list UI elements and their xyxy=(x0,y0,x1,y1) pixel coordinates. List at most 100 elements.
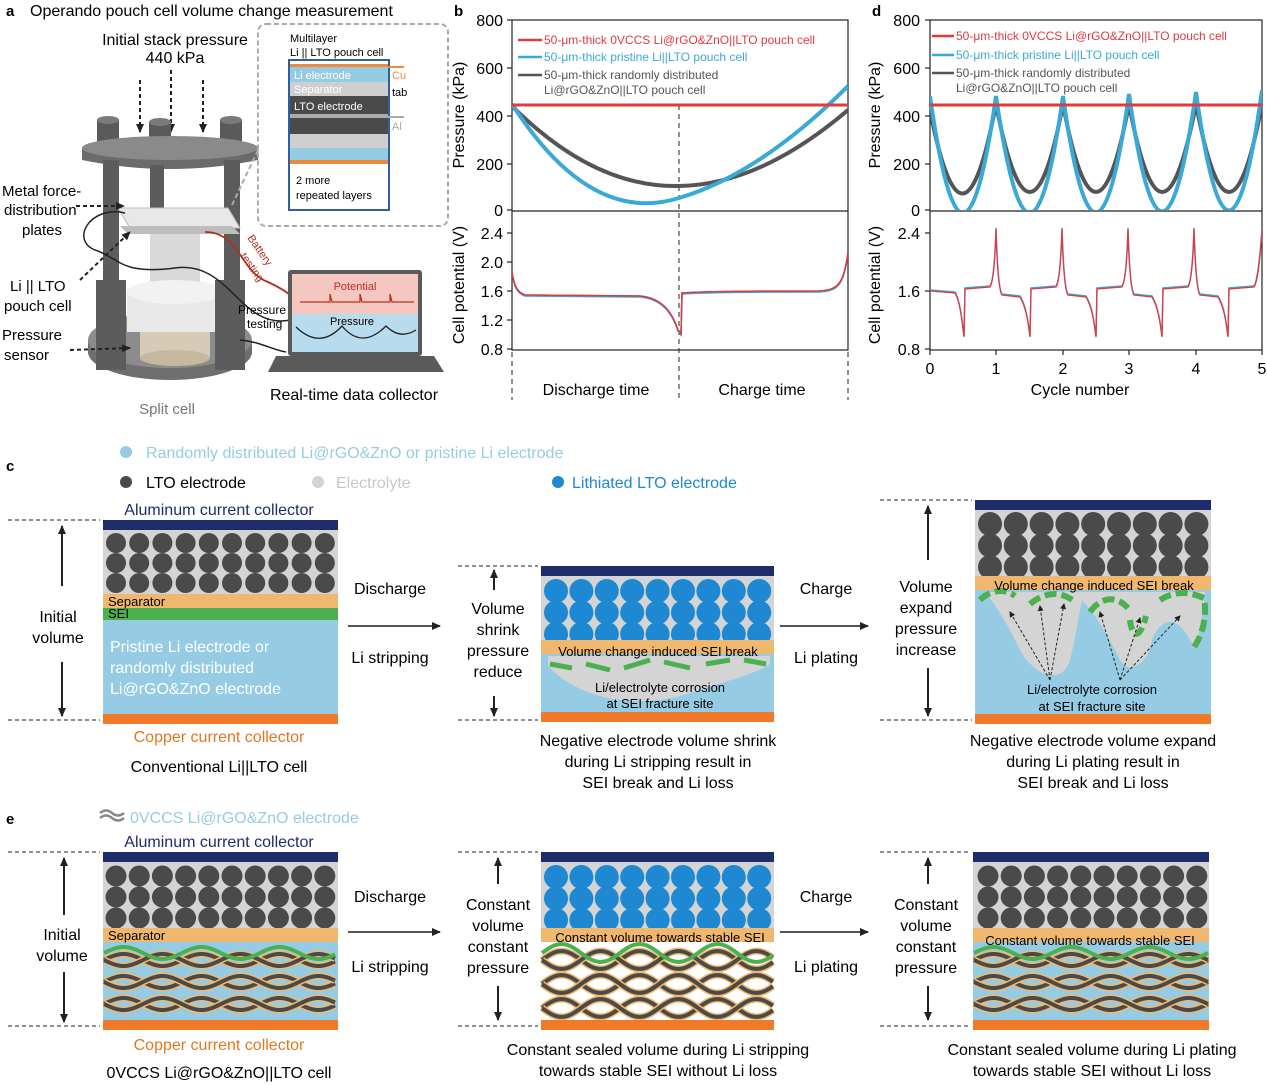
particle xyxy=(1186,907,1208,929)
d-ytick-top-0: 0 xyxy=(911,203,920,220)
e-caption-right-line2: towards stable SEI without Li loss xyxy=(973,1063,1211,1080)
c-caption-right-line2: during Li plating result in xyxy=(1006,754,1179,771)
c-li-text-line1: Pristine Li electrode or xyxy=(110,639,270,656)
panel-e: e 0VCCS Li@rGO&ZnO electrode Aluminum cu… xyxy=(6,809,1237,1082)
pressure-testing-line2: testing xyxy=(247,317,282,331)
particle xyxy=(1116,907,1138,929)
particle xyxy=(978,555,1002,579)
c-legend-lto: LTO electrode xyxy=(146,475,246,492)
particle xyxy=(1055,555,1080,579)
e-constant-mid-line3: constant xyxy=(468,939,529,956)
particle xyxy=(569,908,594,932)
particle xyxy=(245,573,266,593)
laptop: Potential Pressure xyxy=(268,270,444,372)
particle xyxy=(1132,512,1157,536)
b-trace-random-li xyxy=(512,104,848,189)
particle xyxy=(1158,533,1183,558)
c-initial-volume-line1: Initial xyxy=(39,609,76,626)
particle xyxy=(1023,865,1045,887)
inset-lto-label: LTO electrode xyxy=(294,101,363,113)
d-ylabel-bottom: Cell potential (V) xyxy=(867,226,884,344)
particle xyxy=(128,886,150,908)
particle xyxy=(151,907,173,929)
particle xyxy=(1003,555,1028,579)
e-stable-sei-right: Constant volume towards stable SEI xyxy=(985,933,1195,948)
vccs-legend-icon xyxy=(99,809,125,822)
particle xyxy=(291,533,312,553)
d-ytick-top-800: 800 xyxy=(893,13,920,30)
b-xlabel-charge: Charge time xyxy=(718,382,805,399)
d-legend-random-line2: Li@rGO&ZnO||LTO pouch cell xyxy=(956,81,1117,95)
particle xyxy=(222,533,242,553)
particle xyxy=(696,886,721,911)
b-ytick-top-600: 600 xyxy=(476,61,503,78)
particle xyxy=(978,533,1002,558)
b-ytick-top-0: 0 xyxy=(494,203,503,220)
sensor-label-line2: sensor xyxy=(4,347,49,364)
particle xyxy=(721,579,746,603)
laptop-potential-trace xyxy=(300,293,414,303)
d-ytick-top-600: 600 xyxy=(893,61,920,78)
particle xyxy=(620,908,645,932)
label-arrows xyxy=(69,202,131,353)
particle xyxy=(721,908,746,932)
particle xyxy=(129,553,150,573)
d-legend-pristine: 50-μm-thick pristine Li||LTO pouch cell xyxy=(956,48,1159,62)
particle xyxy=(1003,512,1028,536)
d-xtick-1: 1 xyxy=(992,361,1001,378)
particle xyxy=(152,553,173,573)
particle xyxy=(696,579,721,603)
particle xyxy=(1003,533,1028,558)
particle xyxy=(671,600,695,625)
particle xyxy=(198,907,220,929)
particle xyxy=(314,533,335,553)
lithiated-lto-particles xyxy=(544,865,772,932)
vccs-scaffold xyxy=(539,942,775,1021)
c-cell-discharged xyxy=(541,566,774,722)
particle xyxy=(671,579,695,603)
particle xyxy=(645,579,670,603)
c-legend-electrolyte: Electrolyte xyxy=(336,475,411,492)
c-caption-mid-line3: SEI break and Li loss xyxy=(582,775,733,792)
e-discharge-label: Discharge xyxy=(354,889,426,906)
vccs-scaffold xyxy=(972,945,1210,1014)
particle xyxy=(151,886,173,908)
scaffold-layer-core xyxy=(540,949,775,971)
e-caption-mid-line1: Constant sealed volume during Li strippi… xyxy=(507,1042,809,1059)
scaffold-layer-core xyxy=(973,952,1209,968)
particle xyxy=(1116,865,1138,887)
particle xyxy=(105,886,127,908)
c-initial-volume-line2: volume xyxy=(32,630,84,647)
c-expand-line2: expand xyxy=(900,600,953,617)
d-legend-0vccs: 50-μm-thick 0VCCS Li@rGO&ZnO||LTO pouch … xyxy=(956,29,1227,43)
particle xyxy=(1132,555,1157,579)
particle xyxy=(128,865,150,887)
c-cell-initial xyxy=(103,520,338,724)
particle xyxy=(569,579,594,603)
particle xyxy=(1093,886,1115,908)
b-legend-random-line2: Li@rGO&ZnO||LTO pouch cell xyxy=(544,83,705,97)
particle xyxy=(1132,533,1157,558)
particle xyxy=(1163,886,1185,908)
sensor-label-line1: Pressure xyxy=(2,327,62,344)
d-xtick-3: 3 xyxy=(1125,361,1134,378)
panel-d: d Pressure (kPa) Cell potential (V) 800 … xyxy=(867,3,1267,399)
c-caption-right-line3: SEI break and Li loss xyxy=(1017,775,1168,792)
d-ytick-top-200: 200 xyxy=(893,157,920,174)
laptop-pressure-trace xyxy=(295,325,417,339)
c-cell-charged xyxy=(975,500,1211,724)
e-li-plating-label: Li plating xyxy=(794,959,858,976)
particle xyxy=(671,886,695,911)
e-constant-right-line4: pressure xyxy=(895,960,957,977)
panel-a-title: Operando pouch cell volume change measur… xyxy=(30,3,393,20)
b-ytick-bot-2.4: 2.4 xyxy=(481,226,503,243)
particle xyxy=(198,865,220,887)
particle xyxy=(977,907,999,929)
panel-letter-c: c xyxy=(6,458,14,475)
particle xyxy=(1070,865,1092,887)
b-trace-pristine-li xyxy=(512,84,848,206)
particle xyxy=(1107,512,1131,536)
panel-b: b Pressure (kPa) Cell potential (V) 800 … xyxy=(451,3,849,400)
lto-particles xyxy=(105,865,336,929)
particle xyxy=(1000,907,1022,929)
